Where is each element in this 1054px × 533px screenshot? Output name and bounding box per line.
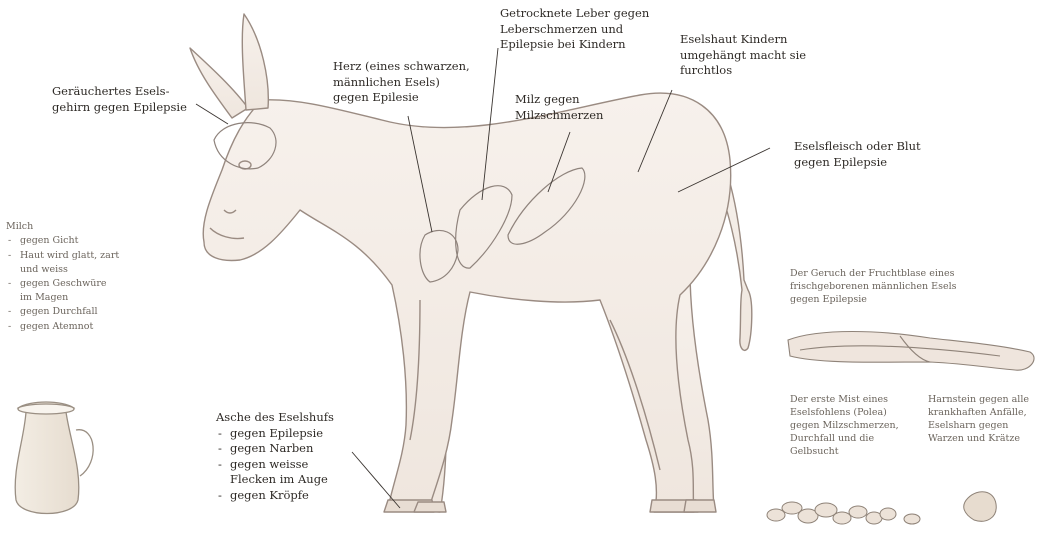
list-item-text: gegen weisse [230,457,308,471]
list-item: gegen weisse [216,457,334,473]
label-skin: Eselshaut Kindern umgehängt macht sie fu… [680,32,806,79]
label-line: Warzen und Krätze [928,432,1029,445]
label-line: Harnstein gegen alle [928,393,1029,406]
list-item-text: gegen Durchfall [20,306,98,317]
label-line: umgehängt macht sie [680,48,806,64]
donkey-ear-left [190,48,248,118]
list-item: gegen Geschwüre [6,276,119,291]
label-line: Milzschmerzen [515,108,603,124]
hoof-title: Asche des Eselshufs [216,410,334,426]
list-item: gegen Narben [216,441,334,457]
list-item-text: gegen Epilepsie [230,426,323,440]
label-liver: Getrocknete Leber gegen Leberschmerzen u… [500,6,649,53]
label-dung: Der erste Mist eines Eselsfohlens (Polea… [790,393,899,458]
list-item-text: Haut wird glatt, zart [20,250,119,261]
list-item-cont: und weiss [6,263,119,276]
label-line: Durchfall und die [790,432,899,445]
label-line: gegen Epilesie [333,90,470,106]
label-urine: Harnstein gegen alle krankhaften Anfälle… [928,393,1029,445]
label-line: Milz gegen [515,92,603,108]
label-line: Eselsfleisch oder Blut [794,139,921,155]
label-afterbirth: Der Geruch der Fruchtblase eines frischg… [790,267,957,306]
list-item: gegen Kröpfe [216,488,334,504]
list-item: gegen Gicht [6,233,119,248]
label-brain: Geräuchertes Esels- gehirn gegen Epileps… [52,84,187,115]
donkey-hoof [684,500,716,512]
list-item: gegen Atemnot [6,319,119,334]
label-spleen: Milz gegen Milzschmerzen [515,92,603,123]
label-line: Der Geruch der Fruchtblase eines [790,267,957,280]
list-item-text: gegen Atemnot [20,321,93,332]
label-line: krankhaften Anfälle, [928,406,1029,419]
hoof-list: Asche des Eselshufs gegen Epilepsie gege… [216,410,334,503]
dung-pellets [767,502,920,524]
leader-hoof [352,452,400,508]
label-line: gegen Epilepsie [794,155,921,171]
label-line: furchtlos [680,63,806,79]
label-line: gegen Milzschmerzen, [790,419,899,432]
label-line: Eselshaut Kindern [680,32,806,48]
list-item-cont: Flecken im Auge [216,472,334,488]
list-item: Haut wird glatt, zart [6,248,119,263]
label-line: Geräuchertes Esels- [52,84,187,100]
label-line: Eselsfohlens (Polea) [790,406,899,419]
label-line: gegen Epilepsie [790,293,957,306]
label-line: Gelbsucht [790,445,899,458]
label-line: Epilepsie bei Kindern [500,37,649,53]
label-heart: Herz (eines schwarzen, männlichen Esels)… [333,59,470,106]
list-item: gegen Epilepsie [216,426,334,442]
afterbirth-sac [788,332,1034,371]
list-item-cont: im Magen [6,291,119,304]
label-line: Herz (eines schwarzen, [333,59,470,75]
list-item: gegen Durchfall [6,304,119,319]
label-line: Getrocknete Leber gegen [500,6,649,22]
milk-list: Milch gegen Gicht Haut wird glatt, zart … [6,220,119,334]
milk-jug [15,402,93,514]
donkey-ear-right [242,14,268,110]
label-line: Eselsharn gegen [928,419,1029,432]
list-item-text: gegen Geschwüre [20,278,106,289]
list-item-text: gegen Kröpfe [230,488,309,502]
label-line: Der erste Mist eines [790,393,899,406]
label-meat: Eselsfleisch oder Blut gegen Epilepsie [794,139,921,170]
list-item-text: gegen Narben [230,441,313,455]
label-line: frischgeborenen männlichen Esels [790,280,957,293]
label-line: gehirn gegen Epilepsie [52,100,187,116]
label-line: männlichen Esels) [333,75,470,91]
milk-title: Milch [6,220,119,233]
label-line: Leberschmerzen und [500,22,649,38]
donkey-hoof [414,502,446,512]
list-item-text: gegen Gicht [20,235,78,246]
urine-stone [964,492,996,521]
